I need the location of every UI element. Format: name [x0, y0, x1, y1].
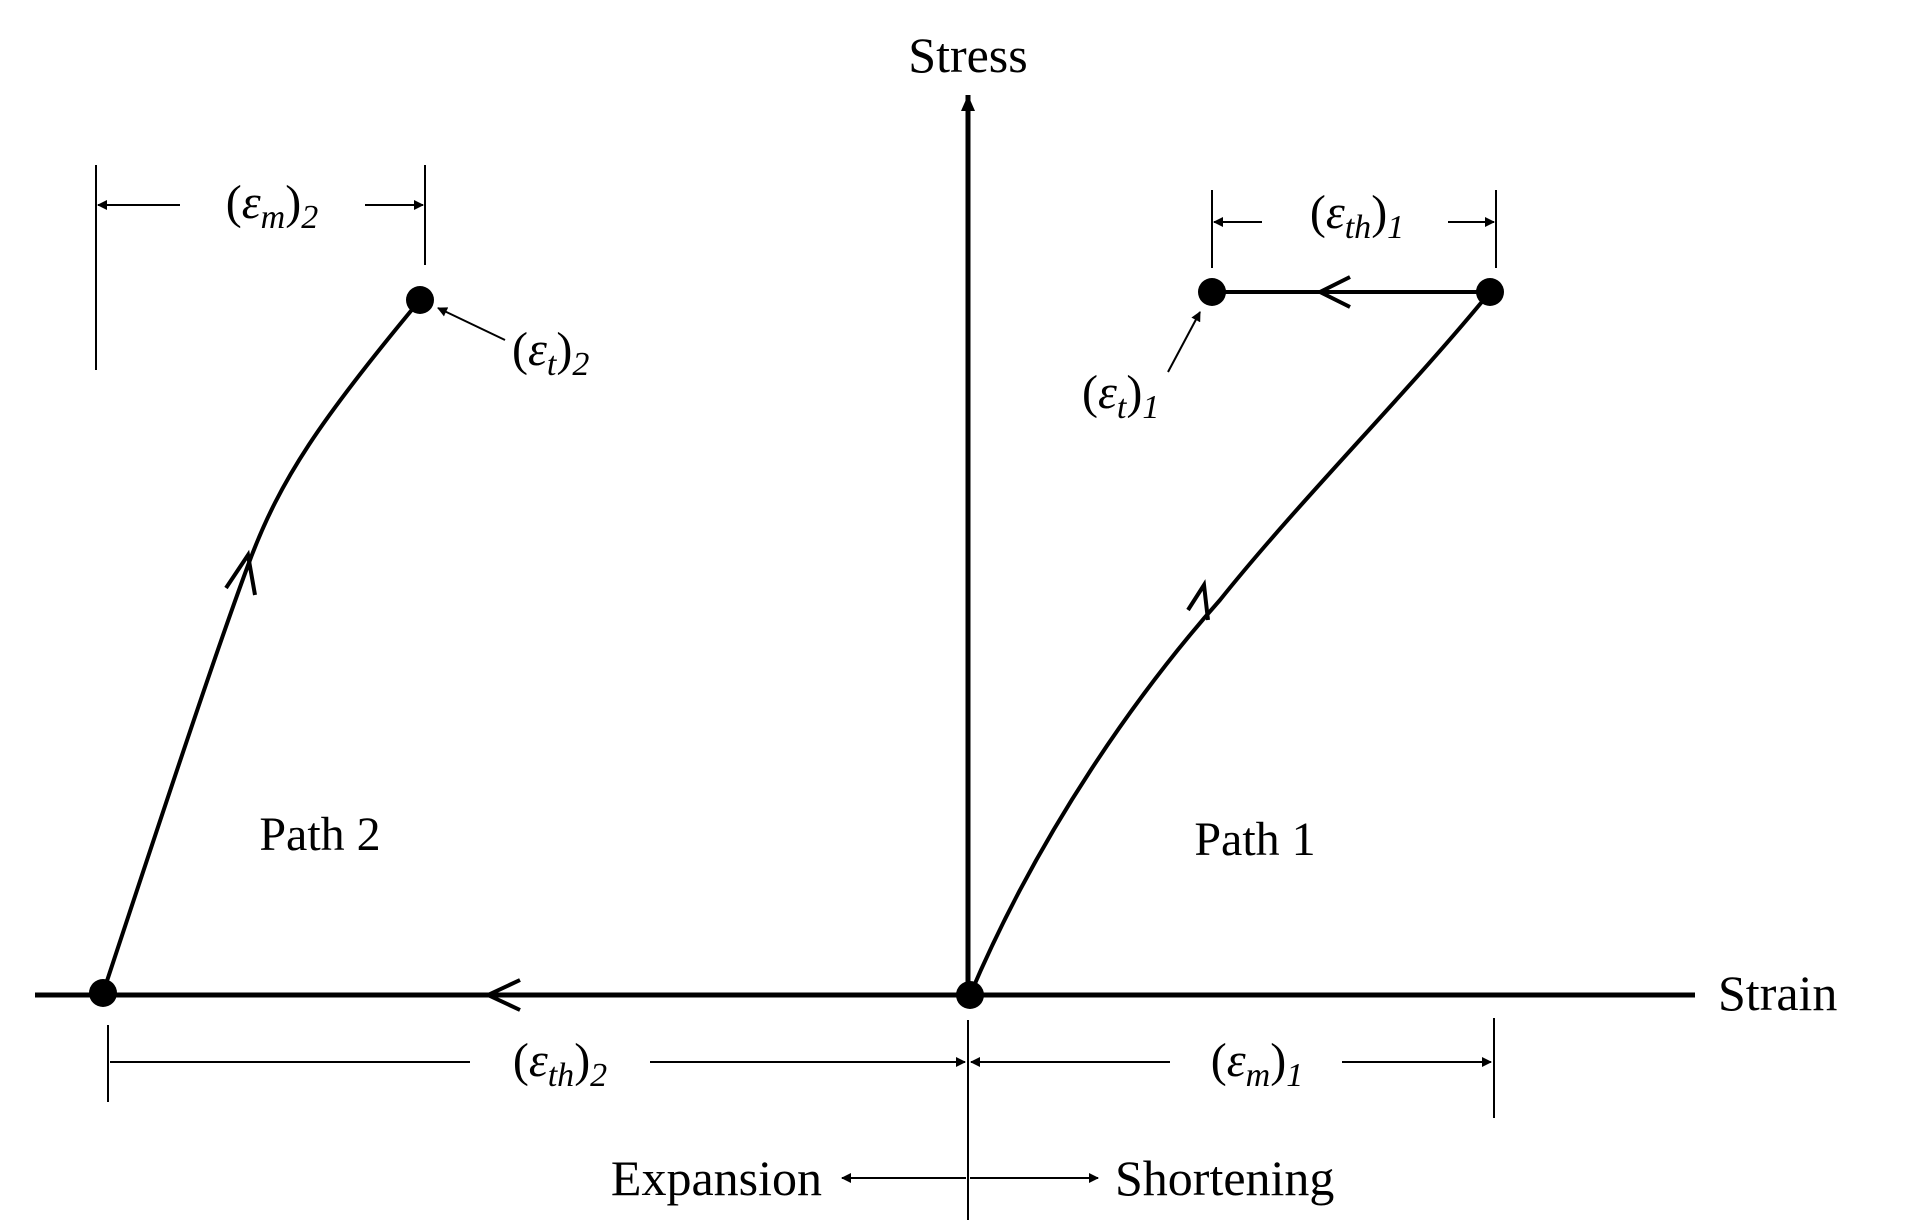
path1-label: Path 1 — [1194, 813, 1315, 866]
eps-th1-label: (εth)1 — [1310, 186, 1404, 246]
eps-t1-label: (εt)1 — [1082, 366, 1159, 426]
path1-peak-point — [1476, 278, 1504, 306]
eps-t2-pointer — [437, 307, 506, 341]
shortening-label: Shortening — [1115, 1150, 1334, 1206]
path1-end-point — [1198, 278, 1226, 306]
origin-point — [956, 981, 984, 1009]
path2-label: Path 2 — [259, 808, 380, 861]
path2-curve — [101, 298, 422, 994]
eps-t2-label: (εt)2 — [512, 323, 589, 383]
eps-th2-label: (εth)2 — [513, 1034, 607, 1094]
path1-curve-arrowhead — [1186, 579, 1210, 621]
strain-axis-label: Strain — [1718, 965, 1837, 1021]
path1-curve — [968, 290, 1492, 996]
eps-m2-label: (εm)2 — [226, 176, 318, 236]
expansion-label: Expansion — [611, 1150, 822, 1206]
path2-strain-arrowhead — [483, 978, 521, 1012]
stress-axis-label: Stress — [908, 27, 1027, 83]
path2-start-point — [89, 979, 117, 1007]
eps-m1-label: (εm)1 — [1211, 1034, 1303, 1094]
path1-horizontal-arrowhead — [1315, 275, 1351, 309]
path2-end-point — [406, 286, 434, 314]
path2-curve-arrowhead — [224, 549, 257, 596]
eps-t1-pointer — [1167, 311, 1201, 373]
